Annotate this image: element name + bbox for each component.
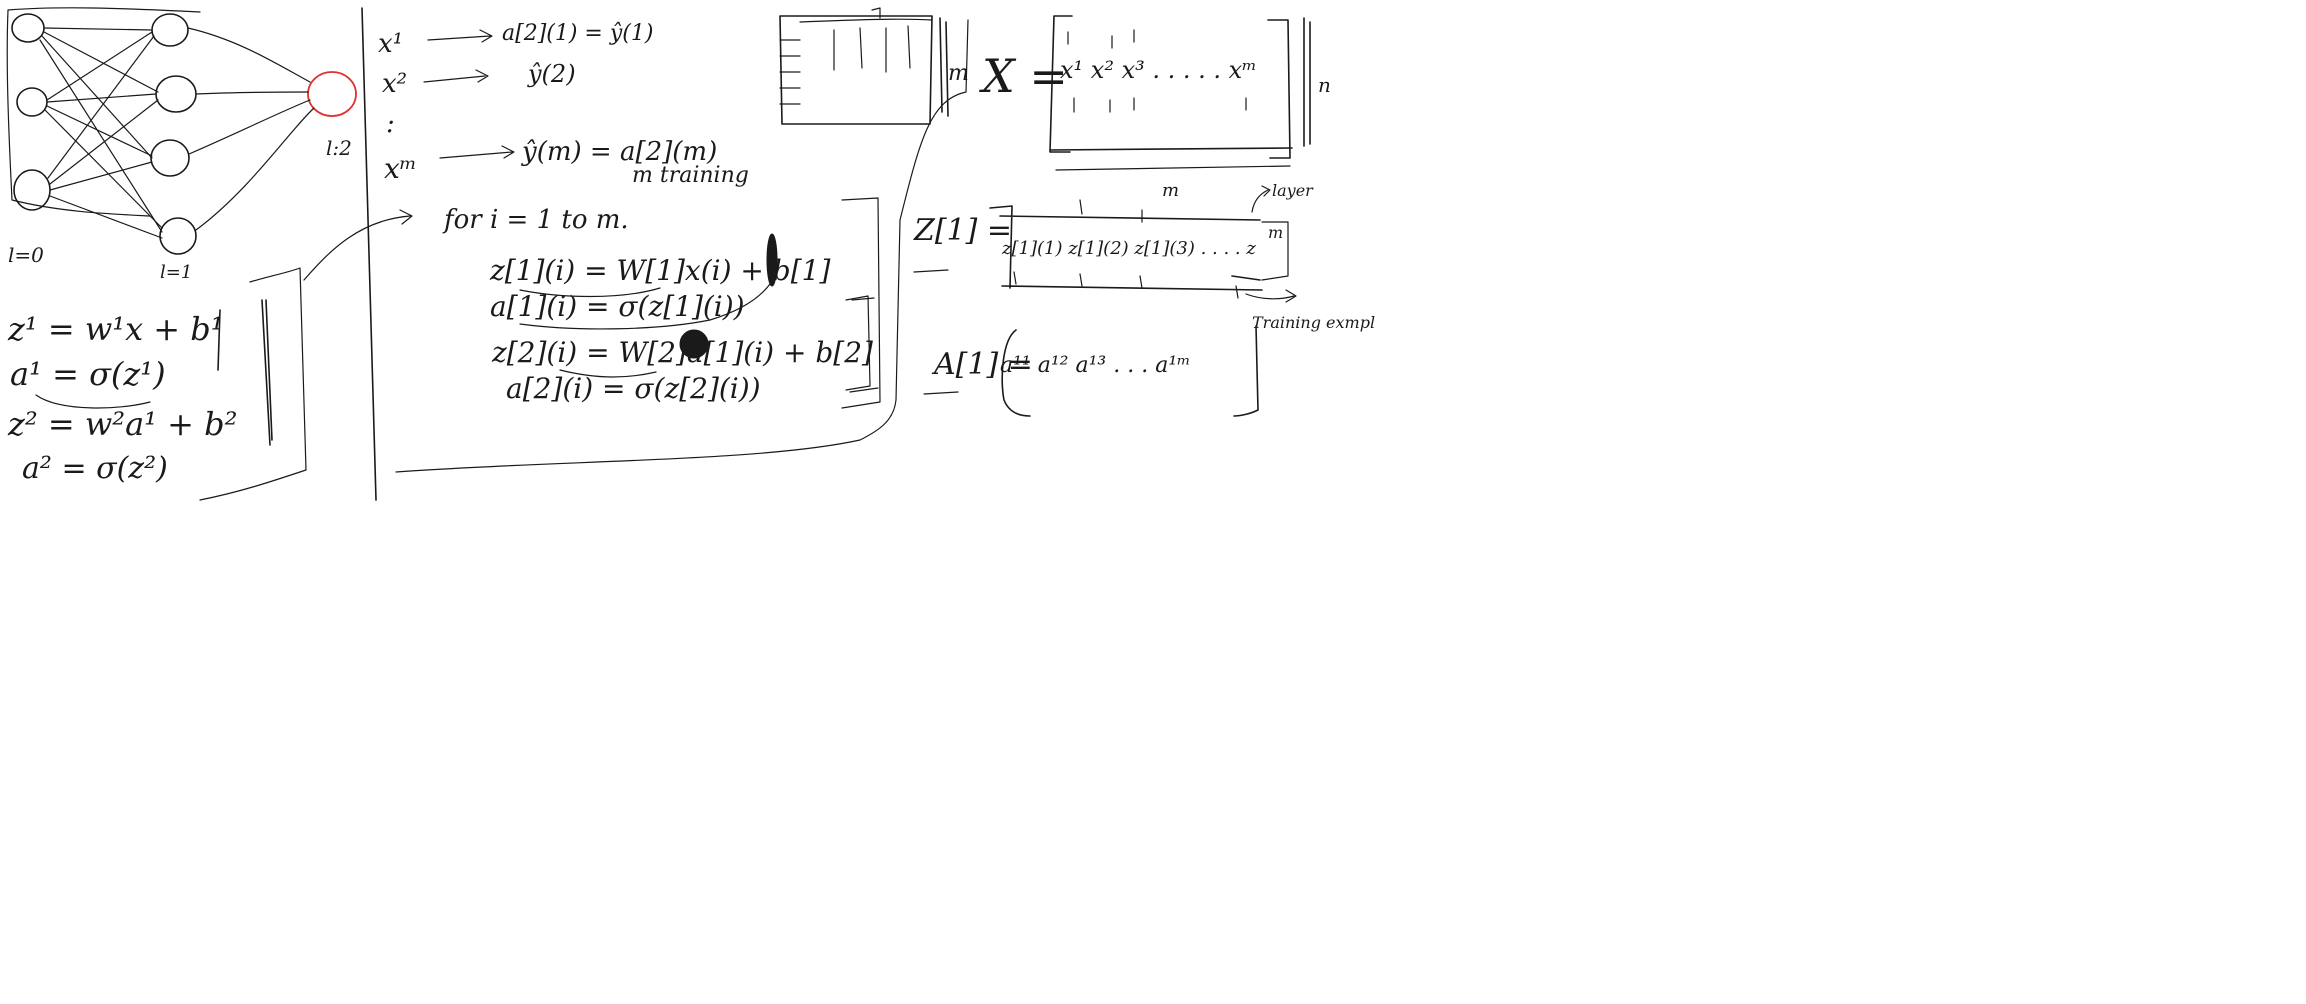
layer0-label: l=0 bbox=[8, 243, 44, 267]
arrow-x1 bbox=[428, 30, 492, 42]
matrix-box-topline bbox=[800, 8, 932, 22]
matrix-a: A[1] = a¹¹ a¹² a¹³ . . . a¹ᵐ bbox=[924, 326, 1258, 416]
matrix-x-right-bracket bbox=[1268, 20, 1290, 158]
matrix-z-m: m bbox=[1268, 223, 1283, 242]
input-node-2 bbox=[17, 88, 47, 116]
hidden-node-3 bbox=[151, 140, 189, 176]
for-loop: for i = 1 to m. z[1](i) = W[1]x(i) + b[1… bbox=[396, 20, 968, 472]
equation-a2: a² = σ(z²) bbox=[22, 451, 168, 486]
matrix-z-layer-arrow bbox=[1252, 186, 1270, 212]
divider-left bbox=[362, 8, 376, 500]
equation-z2: z² = w²a¹ + b² bbox=[7, 405, 237, 443]
example-out1: a[2](1) = ŷ(1) bbox=[502, 21, 653, 46]
example-xm: xᵐ bbox=[384, 152, 417, 185]
loop-header: for i = 1 to m. bbox=[442, 205, 629, 235]
connections-layer1-2 bbox=[188, 28, 314, 230]
example-x2: x² bbox=[382, 69, 407, 99]
matrix-x-m: m bbox=[1162, 180, 1179, 201]
matrix-box-outline bbox=[780, 16, 932, 124]
example-x1: x¹ bbox=[378, 29, 403, 59]
equation-z1: z¹ = w¹x + b¹ bbox=[7, 310, 224, 348]
matrix-box-rows bbox=[780, 40, 800, 104]
matrix-x: X = x¹ x² x³ . . . . . xᵐ n m bbox=[979, 16, 1331, 201]
output-node bbox=[308, 72, 356, 116]
hidden-node-4 bbox=[160, 218, 196, 254]
matrix-z-underline bbox=[914, 270, 948, 272]
input-node-1 bbox=[12, 14, 44, 42]
example-out2: ŷ(2) bbox=[527, 60, 576, 88]
matrix-x-bottomline bbox=[1050, 148, 1292, 150]
equation-a1: a¹ = σ(z¹) bbox=[10, 355, 166, 393]
loop-line4: a[2](i) = σ(z[2](i)) bbox=[506, 372, 761, 405]
vertical-bar-2 bbox=[262, 300, 272, 445]
scribble-blot-1 bbox=[767, 234, 777, 286]
matrix-a-entries: a¹¹ a¹² a¹³ . . . a¹ᵐ bbox=[1000, 353, 1191, 378]
equations-bracket bbox=[200, 268, 306, 500]
loop-line1: z[1](i) = W[1]x(i) + b[1] bbox=[489, 254, 830, 287]
layer2-label: l:2 bbox=[326, 136, 352, 160]
m-training-label: m training bbox=[632, 163, 749, 188]
matrix-box-columns bbox=[834, 26, 910, 72]
loop-right-bracket bbox=[842, 198, 880, 408]
matrix-x-entries: x¹ x² x³ . . . . . xᵐ bbox=[1060, 56, 1257, 84]
matrix-a-underline bbox=[924, 392, 958, 394]
matrix-z: Z[1] = z[1](1) z[1](2) z[1](3) . . . . z… bbox=[913, 181, 1375, 332]
arrow-xm bbox=[440, 146, 514, 158]
arrow-x2 bbox=[424, 70, 488, 82]
matrix-x-m-line bbox=[1056, 166, 1290, 170]
matrix-x-n: n bbox=[1318, 73, 1331, 97]
hidden-node-1 bbox=[152, 14, 188, 46]
matrix-x-n-bar bbox=[1304, 18, 1310, 146]
matrix-z-lhs: Z[1] = bbox=[913, 213, 1012, 248]
arrow-to-loop bbox=[304, 210, 412, 280]
left-equations: z¹ = w¹x + b¹ a¹ = σ(z¹) z² = w²a¹ + b² … bbox=[7, 210, 412, 500]
training-examples: x¹ a[2](1) = ŷ(1) x² ŷ(2) : xᵐ ŷ(m) = a[… bbox=[378, 21, 749, 188]
matrix-z-training-arrow bbox=[1246, 290, 1296, 302]
example-dots: : bbox=[386, 109, 395, 139]
matrix-z-layer: layer bbox=[1272, 181, 1314, 200]
matrix-z-training: Training exmpl bbox=[1252, 313, 1375, 332]
matrix-z-entries: z[1](1) z[1](2) z[1](3) . . . . z bbox=[1001, 238, 1256, 259]
matrix-a-right-bracket bbox=[1234, 326, 1258, 416]
connections-layer0-1 bbox=[40, 28, 162, 238]
scribble-blot-2 bbox=[680, 330, 708, 358]
matrix-box-m: m bbox=[948, 61, 969, 86]
layer1-label: l=1 bbox=[160, 262, 192, 283]
neural-network-diagram: l=0 l=1 l:2 bbox=[7, 8, 356, 283]
matrix-x-lhs: X = bbox=[979, 49, 1068, 103]
hidden-node-2 bbox=[156, 76, 196, 112]
